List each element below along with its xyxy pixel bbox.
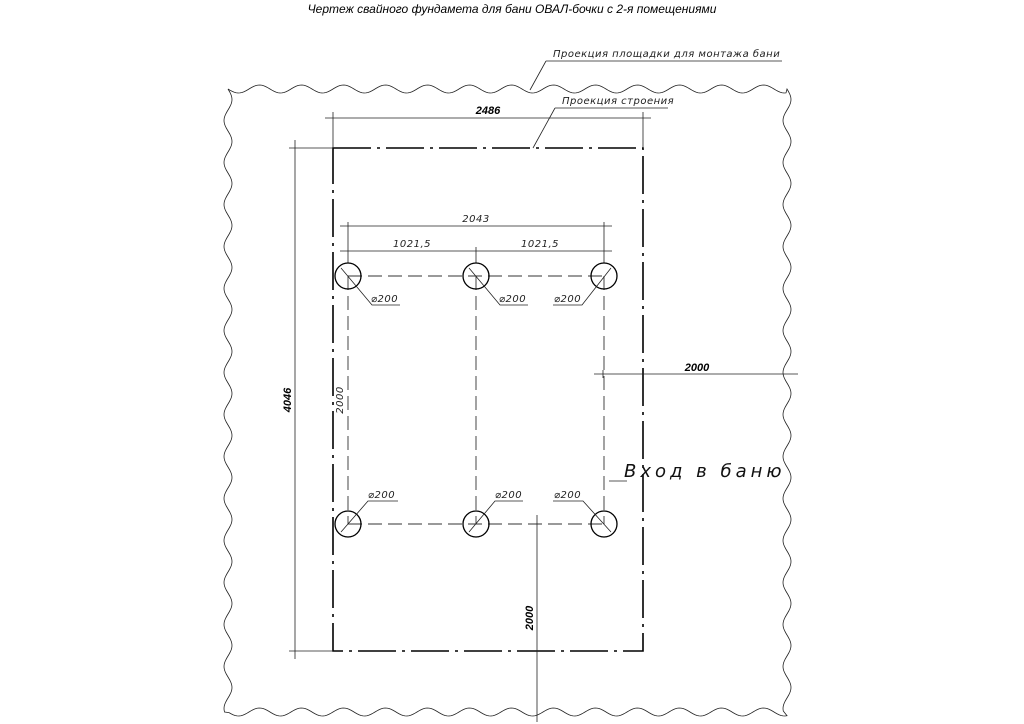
drawing-title: Чертеж свайного фундамета для бани ОВАЛ-… (308, 2, 717, 16)
pile (590, 262, 618, 290)
dimension-half-spans: 1021,5 1021,5 (340, 239, 612, 252)
dimension-pile-row-distance: 2000 (335, 386, 346, 413)
pile (462, 262, 490, 290)
entrance-label-group: Вход в баню (609, 461, 786, 482)
building-outline (332, 147, 644, 652)
dimension-building-length: 4046 (282, 140, 333, 659)
dimension-pile-span: 2043 (340, 214, 612, 263)
dimension-side-clearance: 2000 (594, 362, 798, 378)
pile (590, 510, 618, 538)
platform-projection-callout: Проекция площадки для монтажа бани (529, 48, 782, 91)
svg-text:1021,5: 1021,5 (393, 239, 431, 250)
dimension-front-clearance: 2000 (524, 515, 538, 722)
svg-text:⌀200: ⌀200 (499, 294, 526, 305)
svg-text:⌀200: ⌀200 (368, 490, 395, 501)
pile-grid (347, 275, 605, 525)
svg-text:2000: 2000 (684, 362, 710, 374)
svg-text:4046: 4046 (282, 387, 294, 413)
piles (334, 262, 618, 538)
svg-text:2486: 2486 (475, 105, 501, 117)
platform-boundary (223, 84, 792, 717)
pile (462, 510, 490, 538)
platform-projection-label: Проекция площадки для монтажа бани (553, 48, 780, 60)
svg-text:⌀200: ⌀200 (554, 294, 581, 305)
pile-diameter-callouts: ⌀200 ⌀200 ⌀200 ⌀200 ⌀200 ⌀200 (340, 267, 612, 533)
svg-text:⌀200: ⌀200 (554, 490, 581, 501)
pile (334, 510, 362, 538)
dimension-building-width: 2486 (325, 105, 651, 148)
svg-text:⌀200: ⌀200 (495, 490, 522, 501)
pile (334, 262, 362, 290)
building-projection-callout: Проекция строения (532, 96, 674, 149)
svg-text:2000: 2000 (524, 605, 536, 631)
entrance-label: Вход в баню (624, 461, 786, 482)
svg-text:⌀200: ⌀200 (371, 294, 398, 305)
svg-text:2043: 2043 (462, 214, 489, 225)
building-projection-label: Проекция строения (562, 96, 674, 107)
svg-text:1021,5: 1021,5 (521, 239, 559, 250)
